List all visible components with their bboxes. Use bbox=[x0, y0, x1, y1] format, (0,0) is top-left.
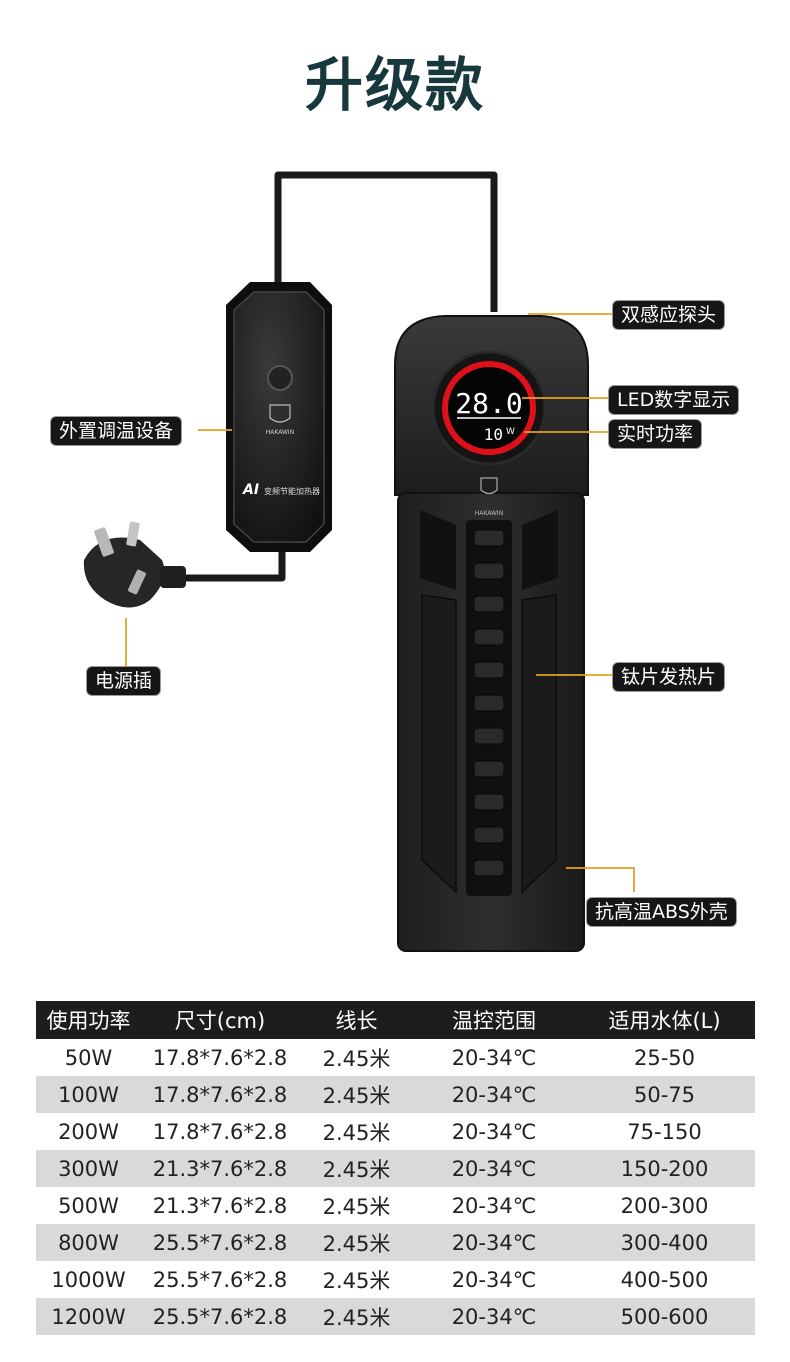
cell-cable-length: 2.45米 bbox=[322, 1046, 391, 1071]
cell-cable-length: 2.45米 bbox=[299, 1224, 414, 1261]
header-temp-range: 温控范围 bbox=[414, 1001, 574, 1039]
cell-water-volume: 150-200 bbox=[574, 1150, 755, 1187]
table-row: 300W 21.3*7.6*2.8 2.45米 20-34℃ 150-200 bbox=[36, 1150, 755, 1187]
table-row: 800W 25.5*7.6*2.8 2.45米 20-34℃ 300-400 bbox=[36, 1224, 755, 1261]
table-row: 1000W 25.5*7.6*2.8 2.45米 20-34℃ 400-500 bbox=[36, 1261, 755, 1298]
cell-cable-length: 2.45米 bbox=[322, 1268, 391, 1293]
cell-size: 21.3*7.6*2.8 bbox=[152, 1193, 288, 1218]
controller-name: 变频节能加热器 bbox=[264, 486, 320, 496]
cell-water-volume: 200-300 bbox=[620, 1193, 709, 1218]
cell-cable-length: 2.45米 bbox=[322, 1194, 391, 1219]
cell-cable-length: 2.45米 bbox=[299, 1150, 414, 1187]
spec-table: 使用功率 尺寸(cm) 线长 温控范围 适用水体(L) 50W 17.8*7.6… bbox=[36, 1001, 755, 1335]
table-row: 200W 17.8*7.6*2.8 2.45米 20-34℃ 75-150 bbox=[36, 1113, 755, 1150]
cell-size: 21.3*7.6*2.8 bbox=[141, 1150, 299, 1187]
cell-water-volume: 50-75 bbox=[574, 1076, 755, 1113]
cell-cable-length: 2.45米 bbox=[299, 1298, 414, 1335]
table-row: 50W 17.8*7.6*2.8 2.45米 20-34℃ 25-50 bbox=[36, 1039, 755, 1076]
header-water-volume: 适用水体(L) bbox=[574, 1001, 755, 1039]
cell-cable-length: 2.45米 bbox=[322, 1120, 391, 1145]
page-title: 升级款 bbox=[304, 51, 485, 119]
callout-plug: 电源插 bbox=[86, 666, 162, 696]
cell-power: 1200W bbox=[36, 1298, 141, 1335]
cell-power: 100W bbox=[36, 1076, 141, 1113]
cell-power: 50W bbox=[64, 1045, 113, 1070]
cell-power: 1000W bbox=[51, 1267, 126, 1292]
cell-water-volume: 25-50 bbox=[633, 1045, 696, 1070]
cell-temp-range: 20-34℃ bbox=[451, 1045, 537, 1070]
spec-table-header: 使用功率 尺寸(cm) 线长 温控范围 适用水体(L) bbox=[36, 1001, 755, 1039]
header-power: 使用功率 bbox=[36, 1001, 141, 1039]
leader-lines bbox=[125, 313, 635, 892]
cell-temp-range: 20-34℃ bbox=[451, 1193, 537, 1218]
cell-power: 200W bbox=[58, 1119, 119, 1144]
cell-temp-range: 20-34℃ bbox=[451, 1267, 537, 1292]
cell-water-volume: 500-600 bbox=[574, 1298, 755, 1335]
callout-realtime-power: 实时功率 bbox=[608, 419, 703, 449]
temperature-controller: HAKAWIN AI 变频节能加热器 bbox=[226, 282, 332, 552]
header-cable-length: 线长 bbox=[299, 1001, 414, 1039]
controller-model: AI bbox=[242, 482, 259, 498]
cell-temp-range: 20-34℃ bbox=[414, 1150, 574, 1187]
display-power-unit: W bbox=[506, 427, 515, 437]
cell-water-volume: 400-500 bbox=[620, 1267, 709, 1292]
table-row: 1200W 25.5*7.6*2.8 2.45米 20-34℃ 500-600 bbox=[36, 1298, 755, 1335]
sensor-cable bbox=[274, 171, 498, 312]
cell-temp-range: 20-34℃ bbox=[451, 1119, 537, 1144]
cell-size: 17.8*7.6*2.8 bbox=[152, 1045, 288, 1070]
cell-size: 25.5*7.6*2.8 bbox=[141, 1224, 299, 1261]
callout-controller: 外置调温设备 bbox=[50, 416, 183, 446]
cell-size: 17.8*7.6*2.8 bbox=[152, 1119, 288, 1144]
table-row: 500W 21.3*7.6*2.8 2.45米 20-34℃ 200-300 bbox=[36, 1187, 755, 1224]
header-size: 尺寸(cm) bbox=[141, 1001, 299, 1039]
display-power: 10 bbox=[484, 425, 503, 444]
heater-brand: HAKAWIN bbox=[475, 510, 503, 517]
callout-heating-element: 钛片发热片 bbox=[612, 662, 726, 692]
cell-temp-range: 20-34℃ bbox=[414, 1224, 574, 1261]
cell-temp-range: 20-34℃ bbox=[414, 1076, 574, 1113]
cell-power: 800W bbox=[36, 1224, 141, 1261]
display-temperature: 28.0 bbox=[455, 387, 522, 420]
vent-slots bbox=[473, 529, 505, 877]
cell-power: 500W bbox=[58, 1193, 119, 1218]
controller-brand: HAKAWIN bbox=[266, 429, 294, 436]
cell-temp-range: 20-34℃ bbox=[414, 1298, 574, 1335]
cell-cable-length: 2.45米 bbox=[299, 1076, 414, 1113]
cell-water-volume: 75-150 bbox=[627, 1119, 702, 1144]
power-plug bbox=[83, 521, 186, 608]
cell-size: 17.8*7.6*2.8 bbox=[141, 1076, 299, 1113]
cell-size: 25.5*7.6*2.8 bbox=[141, 1298, 299, 1335]
heater-body: 28.0 10 W HAKAWIN bbox=[394, 315, 589, 952]
callout-shell: 抗高温ABS外壳 bbox=[586, 897, 737, 927]
product-diagram: HAKAWIN AI 变频节能加热器 28.0 10 W HAKAWIN bbox=[83, 171, 635, 952]
cell-water-volume: 300-400 bbox=[574, 1224, 755, 1261]
callout-sensor: 双感应探头 bbox=[612, 300, 726, 330]
power-cable bbox=[172, 550, 286, 582]
table-row: 100W 17.8*7.6*2.8 2.45米 20-34℃ 50-75 bbox=[36, 1076, 755, 1113]
cell-size: 25.5*7.6*2.8 bbox=[152, 1267, 288, 1292]
callout-led-display: LED数字显示 bbox=[608, 385, 740, 415]
cell-power: 300W bbox=[36, 1150, 141, 1187]
